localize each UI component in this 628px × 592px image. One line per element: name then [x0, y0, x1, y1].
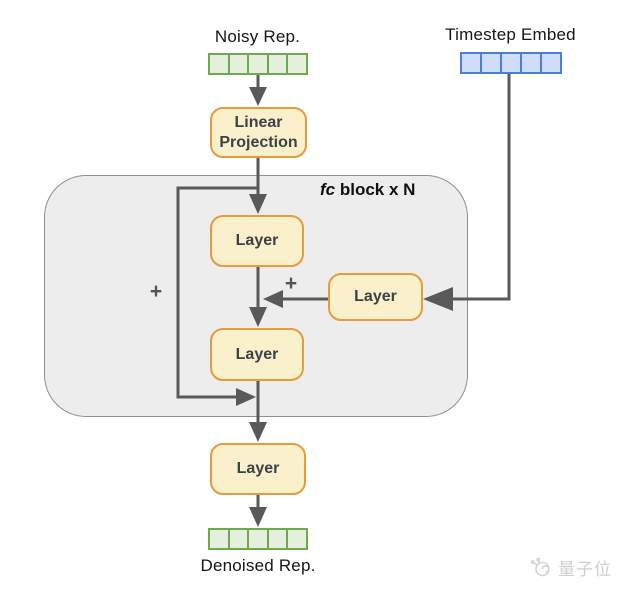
vector-cell — [288, 530, 306, 548]
vector-cell — [288, 55, 306, 73]
denoised-rep-label: Denoised Rep. — [200, 556, 316, 575]
layer2-label: Layer — [235, 345, 279, 363]
timestep-embed-vector — [460, 52, 562, 74]
vector-cell — [502, 54, 522, 72]
vector-cell — [482, 54, 502, 72]
arrowhead-into-output-layer — [249, 422, 267, 442]
watermark-text: 量子位 — [558, 559, 612, 579]
vector-cell — [249, 530, 269, 548]
layer1-label: Layer — [235, 232, 279, 249]
layer2-node: Layer — [210, 328, 304, 381]
noisy-rep-label: Noisy Rep. — [214, 27, 301, 46]
qbitai-logo-icon — [530, 557, 550, 577]
arrowhead-into-denoised — [249, 507, 267, 527]
vector-cell — [268, 55, 289, 73]
layer1-node: Layer — [210, 215, 304, 267]
denoised-rep-vector — [208, 528, 308, 550]
vector-cell — [522, 54, 542, 72]
timestep-layer-label: Layer — [354, 288, 397, 305]
timestep-layer-node: Layer — [328, 273, 423, 321]
fc-block-label: fc block x N — [320, 180, 440, 200]
vector-cell — [249, 55, 269, 73]
output-layer-label: Layer — [236, 460, 280, 477]
skip-plus-sign: + — [149, 280, 163, 303]
vector-cell — [542, 54, 560, 72]
fc-block-label-rest: block x N — [335, 180, 416, 199]
linear-projection-label: Linear Projection — [219, 113, 298, 151]
junction-plus-sign: + — [284, 272, 298, 295]
vector-cell — [210, 55, 230, 73]
linear-projection-node: Linear Projection — [210, 107, 307, 158]
vector-cell — [210, 530, 230, 548]
arrowhead-into-linear — [249, 87, 267, 106]
vector-cell — [462, 54, 482, 72]
output-layer-node: Layer — [210, 443, 306, 495]
watermark: 量子位 — [528, 553, 612, 581]
fc-block-label-italic: fc — [320, 180, 336, 199]
vector-cell — [229, 530, 250, 548]
vector-cell — [229, 55, 250, 73]
noisy-rep-vector — [208, 53, 308, 75]
vector-cell — [268, 530, 289, 548]
timestep-embed-label: Timestep Embed — [445, 25, 576, 44]
